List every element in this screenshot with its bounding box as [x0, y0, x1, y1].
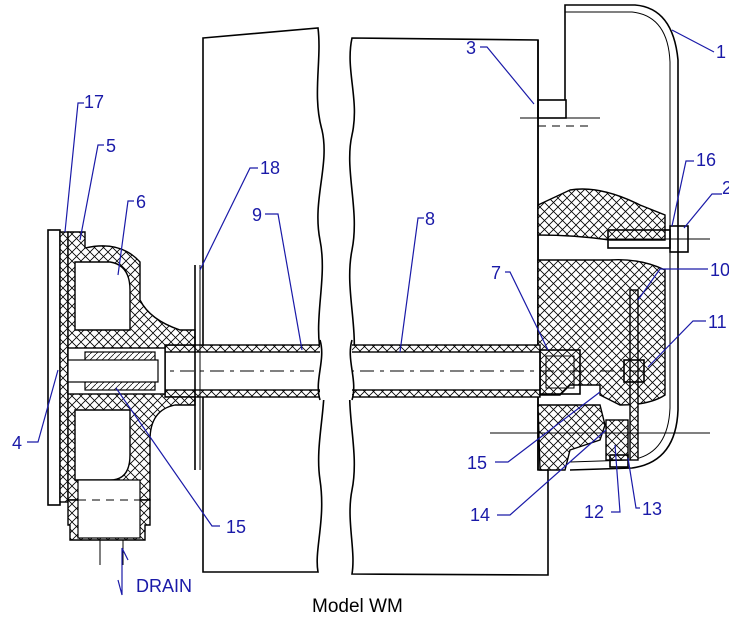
- part-label-5: 5: [106, 136, 116, 156]
- leader-4: [27, 369, 59, 443]
- leader-15-right: [495, 391, 601, 463]
- leader-12: [611, 444, 621, 513]
- model-caption: Model WM: [312, 596, 403, 617]
- leader-10: [637, 268, 708, 301]
- lower-bolt-part-12: [605, 419, 629, 461]
- part-label-17: 17: [84, 92, 104, 112]
- part-label-13: 13: [642, 499, 662, 519]
- leader-11: [647, 320, 706, 368]
- rod-break-line-left: [317, 339, 323, 401]
- hub-pin: [67, 359, 159, 383]
- leader-14: [497, 429, 607, 516]
- leader-2: [683, 193, 722, 229]
- coupling-part-7: [539, 349, 581, 395]
- leader-18: [199, 167, 258, 271]
- leader-16: [671, 160, 694, 227]
- housing-casting-mid: [537, 259, 666, 406]
- top-plate-part-3: [537, 99, 567, 119]
- wall-right-section: [348, 37, 549, 576]
- gasket-part-17: [59, 231, 69, 503]
- rod-break-line-right: [349, 339, 355, 401]
- part-label-7: 7: [491, 263, 501, 283]
- leader-9: [265, 213, 303, 351]
- flange-part-4: [47, 229, 61, 506]
- leader-1: [671, 29, 715, 53]
- part-label-8: 8: [425, 209, 435, 229]
- drain-arrow-icon: [117, 547, 129, 596]
- rod-break-gap: [320, 340, 352, 400]
- leader-7: [505, 271, 549, 351]
- housing-casting-lower: [537, 404, 606, 471]
- part-label-4: 4: [12, 433, 22, 453]
- leader-13: [627, 457, 640, 509]
- part-label-2: 2: [722, 178, 729, 198]
- part-label-9: 9: [252, 205, 262, 225]
- part-label-15-left: 15: [226, 517, 246, 537]
- leader-3: [480, 46, 535, 105]
- leader-5: [79, 144, 104, 241]
- drain-label: DRAIN: [136, 576, 192, 596]
- part-label-6: 6: [136, 192, 146, 212]
- part-label-16: 16: [696, 150, 716, 170]
- part-label-1: 1: [716, 42, 726, 62]
- part-label-15-right: 15: [467, 453, 487, 473]
- drain-opening: [77, 479, 141, 539]
- cavity-lower: [74, 409, 131, 481]
- wall-left-section: [202, 27, 326, 573]
- coupling-part-7-inner: [545, 355, 575, 389]
- cover-part-1: [564, 4, 679, 471]
- leader-8: [399, 217, 424, 353]
- part-label-11: 11: [708, 312, 727, 332]
- part-label-3: 3: [466, 38, 476, 58]
- cavity-upper-part-6: [74, 261, 131, 331]
- leader-17: [64, 102, 84, 233]
- part-label-10: 10: [710, 260, 729, 280]
- part-label-12: 12: [584, 502, 604, 522]
- part-label-14: 14: [470, 505, 490, 525]
- bracket-plate-part-10: [629, 289, 639, 461]
- leader-6: [117, 200, 134, 276]
- housing-casting-upper: [537, 188, 666, 241]
- part-label-18: 18: [260, 158, 280, 178]
- leader-15-left: [115, 387, 220, 527]
